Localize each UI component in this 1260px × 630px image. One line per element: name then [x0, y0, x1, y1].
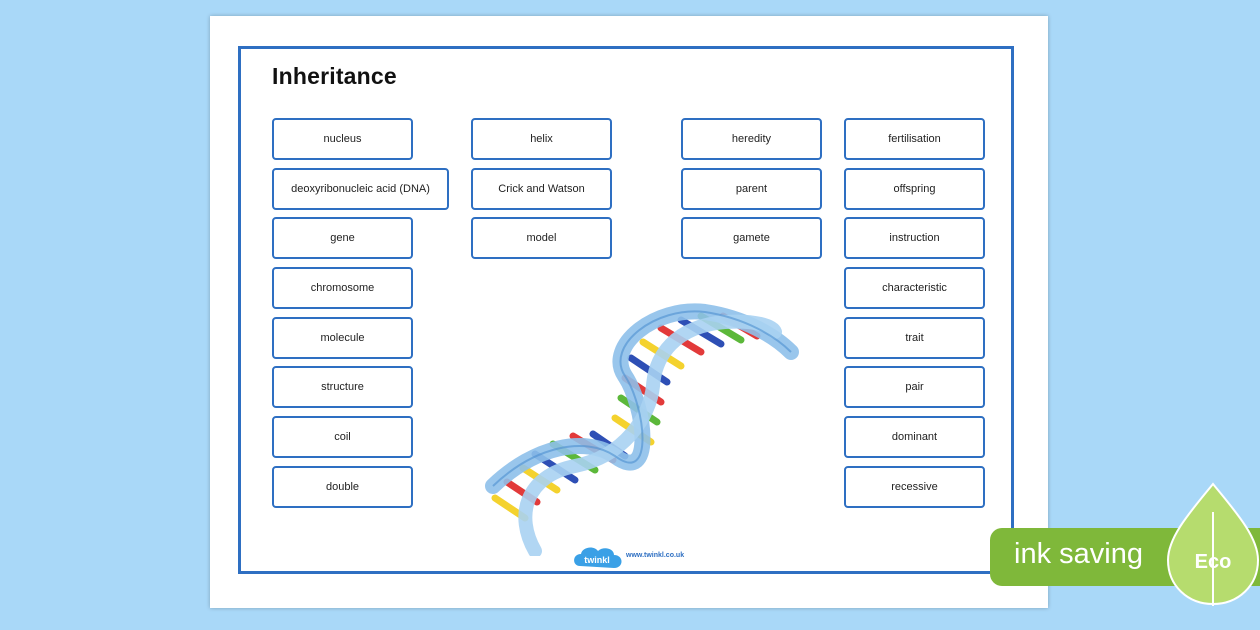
word-card-model[interactable]: model	[471, 217, 612, 259]
twinkl-logo: twinkl	[574, 547, 622, 568]
word-card-parent[interactable]: parent	[681, 168, 822, 210]
word-card-offspring[interactable]: offspring	[844, 168, 985, 210]
word-card-heredity[interactable]: heredity	[681, 118, 822, 160]
word-card-coil[interactable]: coil	[272, 416, 413, 458]
word-card-fertilisation[interactable]: fertilisation	[844, 118, 985, 160]
word-mat-sheet	[210, 16, 1048, 608]
word-card-crick-watson[interactable]: Crick and Watson	[471, 168, 612, 210]
sheet-layer: Inheritance nucleus deoxyribonucleic aci…	[210, 16, 1048, 608]
word-card-gamete[interactable]: gamete	[681, 217, 822, 259]
dna-helix-illustration	[485, 303, 799, 556]
word-card-nucleus[interactable]: nucleus	[272, 118, 413, 160]
word-card-structure[interactable]: structure	[272, 366, 413, 408]
eco-leaf-icon: Eco	[1166, 482, 1260, 606]
word-card-helix[interactable]: helix	[471, 118, 612, 160]
sheet-border	[238, 46, 1014, 574]
ink-saving-label: ink saving	[1014, 538, 1143, 570]
word-card-recessive[interactable]: recessive	[844, 466, 985, 508]
word-card-chromosome[interactable]: chromosome	[272, 267, 413, 309]
svg-text:twinkl: twinkl	[584, 555, 610, 565]
twinkl-url: www.twinkl.co.uk	[626, 552, 685, 559]
word-card-characteristic[interactable]: characteristic	[844, 267, 985, 309]
word-card-instruction[interactable]: instruction	[844, 217, 985, 259]
word-card-pair[interactable]: pair	[844, 366, 985, 408]
word-card-gene[interactable]: gene	[272, 217, 413, 259]
word-card-molecule[interactable]: molecule	[272, 317, 413, 359]
page-title: Inheritance	[272, 63, 397, 89]
word-card-double[interactable]: double	[272, 466, 413, 508]
word-card-dominant[interactable]: dominant	[844, 416, 985, 458]
word-card-dna[interactable]: deoxyribonucleic acid (DNA)	[272, 168, 449, 210]
eco-label: Eco	[1195, 551, 1232, 573]
word-card-trait[interactable]: trait	[844, 317, 985, 359]
